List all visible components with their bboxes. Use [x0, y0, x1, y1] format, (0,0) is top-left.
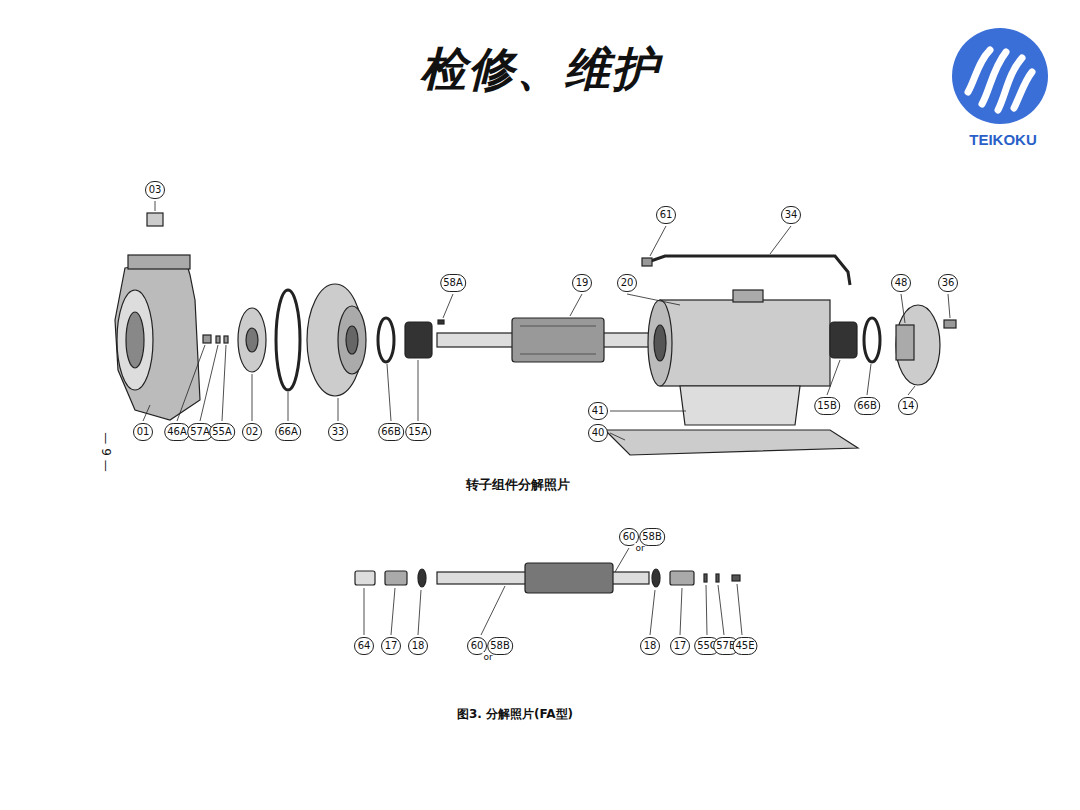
page-number: — 9 — [99, 432, 113, 471]
callout-number: 66B [854, 397, 880, 415]
callout-number: 18 [408, 637, 428, 655]
callout-number: 15A [405, 423, 431, 441]
callout-number: 48 [891, 274, 911, 292]
callout-number: 34 [781, 206, 801, 224]
callout-number: 17 [381, 637, 401, 655]
figure-caption: 图3. 分解照片(FA型) [457, 706, 573, 723]
callout-number: 14 [898, 397, 918, 415]
callout-number: 64 [354, 637, 374, 655]
callout-number: 33 [328, 423, 348, 441]
figure-subtitle: 转子组件分解照片 [466, 476, 570, 494]
page-title: 检修、维护 [420, 39, 660, 101]
callout-number: 02 [242, 423, 262, 441]
callout-number: 66B [378, 423, 404, 441]
callout-number: 41 [588, 402, 608, 420]
callout-number: 45E [732, 637, 757, 655]
callout-number: 15B [814, 397, 840, 415]
callout-number: 58B [487, 637, 513, 655]
callout-number: 46A [164, 423, 190, 441]
callout-number: 58A [440, 274, 466, 292]
callout-number: 58B [639, 528, 665, 546]
callout-number: 66A [275, 423, 301, 441]
callout-number: 03 [145, 181, 165, 199]
callout-number: 17 [670, 637, 690, 655]
brand-name: TEIKOKU [969, 131, 1037, 148]
callout-number: 55A [209, 423, 235, 441]
callout-number: 20 [617, 274, 637, 292]
callout-number: 61 [656, 206, 676, 224]
callout-number: 18 [640, 637, 660, 655]
callout-number: 19 [572, 274, 592, 292]
callout-number: 01 [133, 423, 153, 441]
callout-number: 40 [588, 424, 608, 442]
callout-number: 36 [938, 274, 958, 292]
